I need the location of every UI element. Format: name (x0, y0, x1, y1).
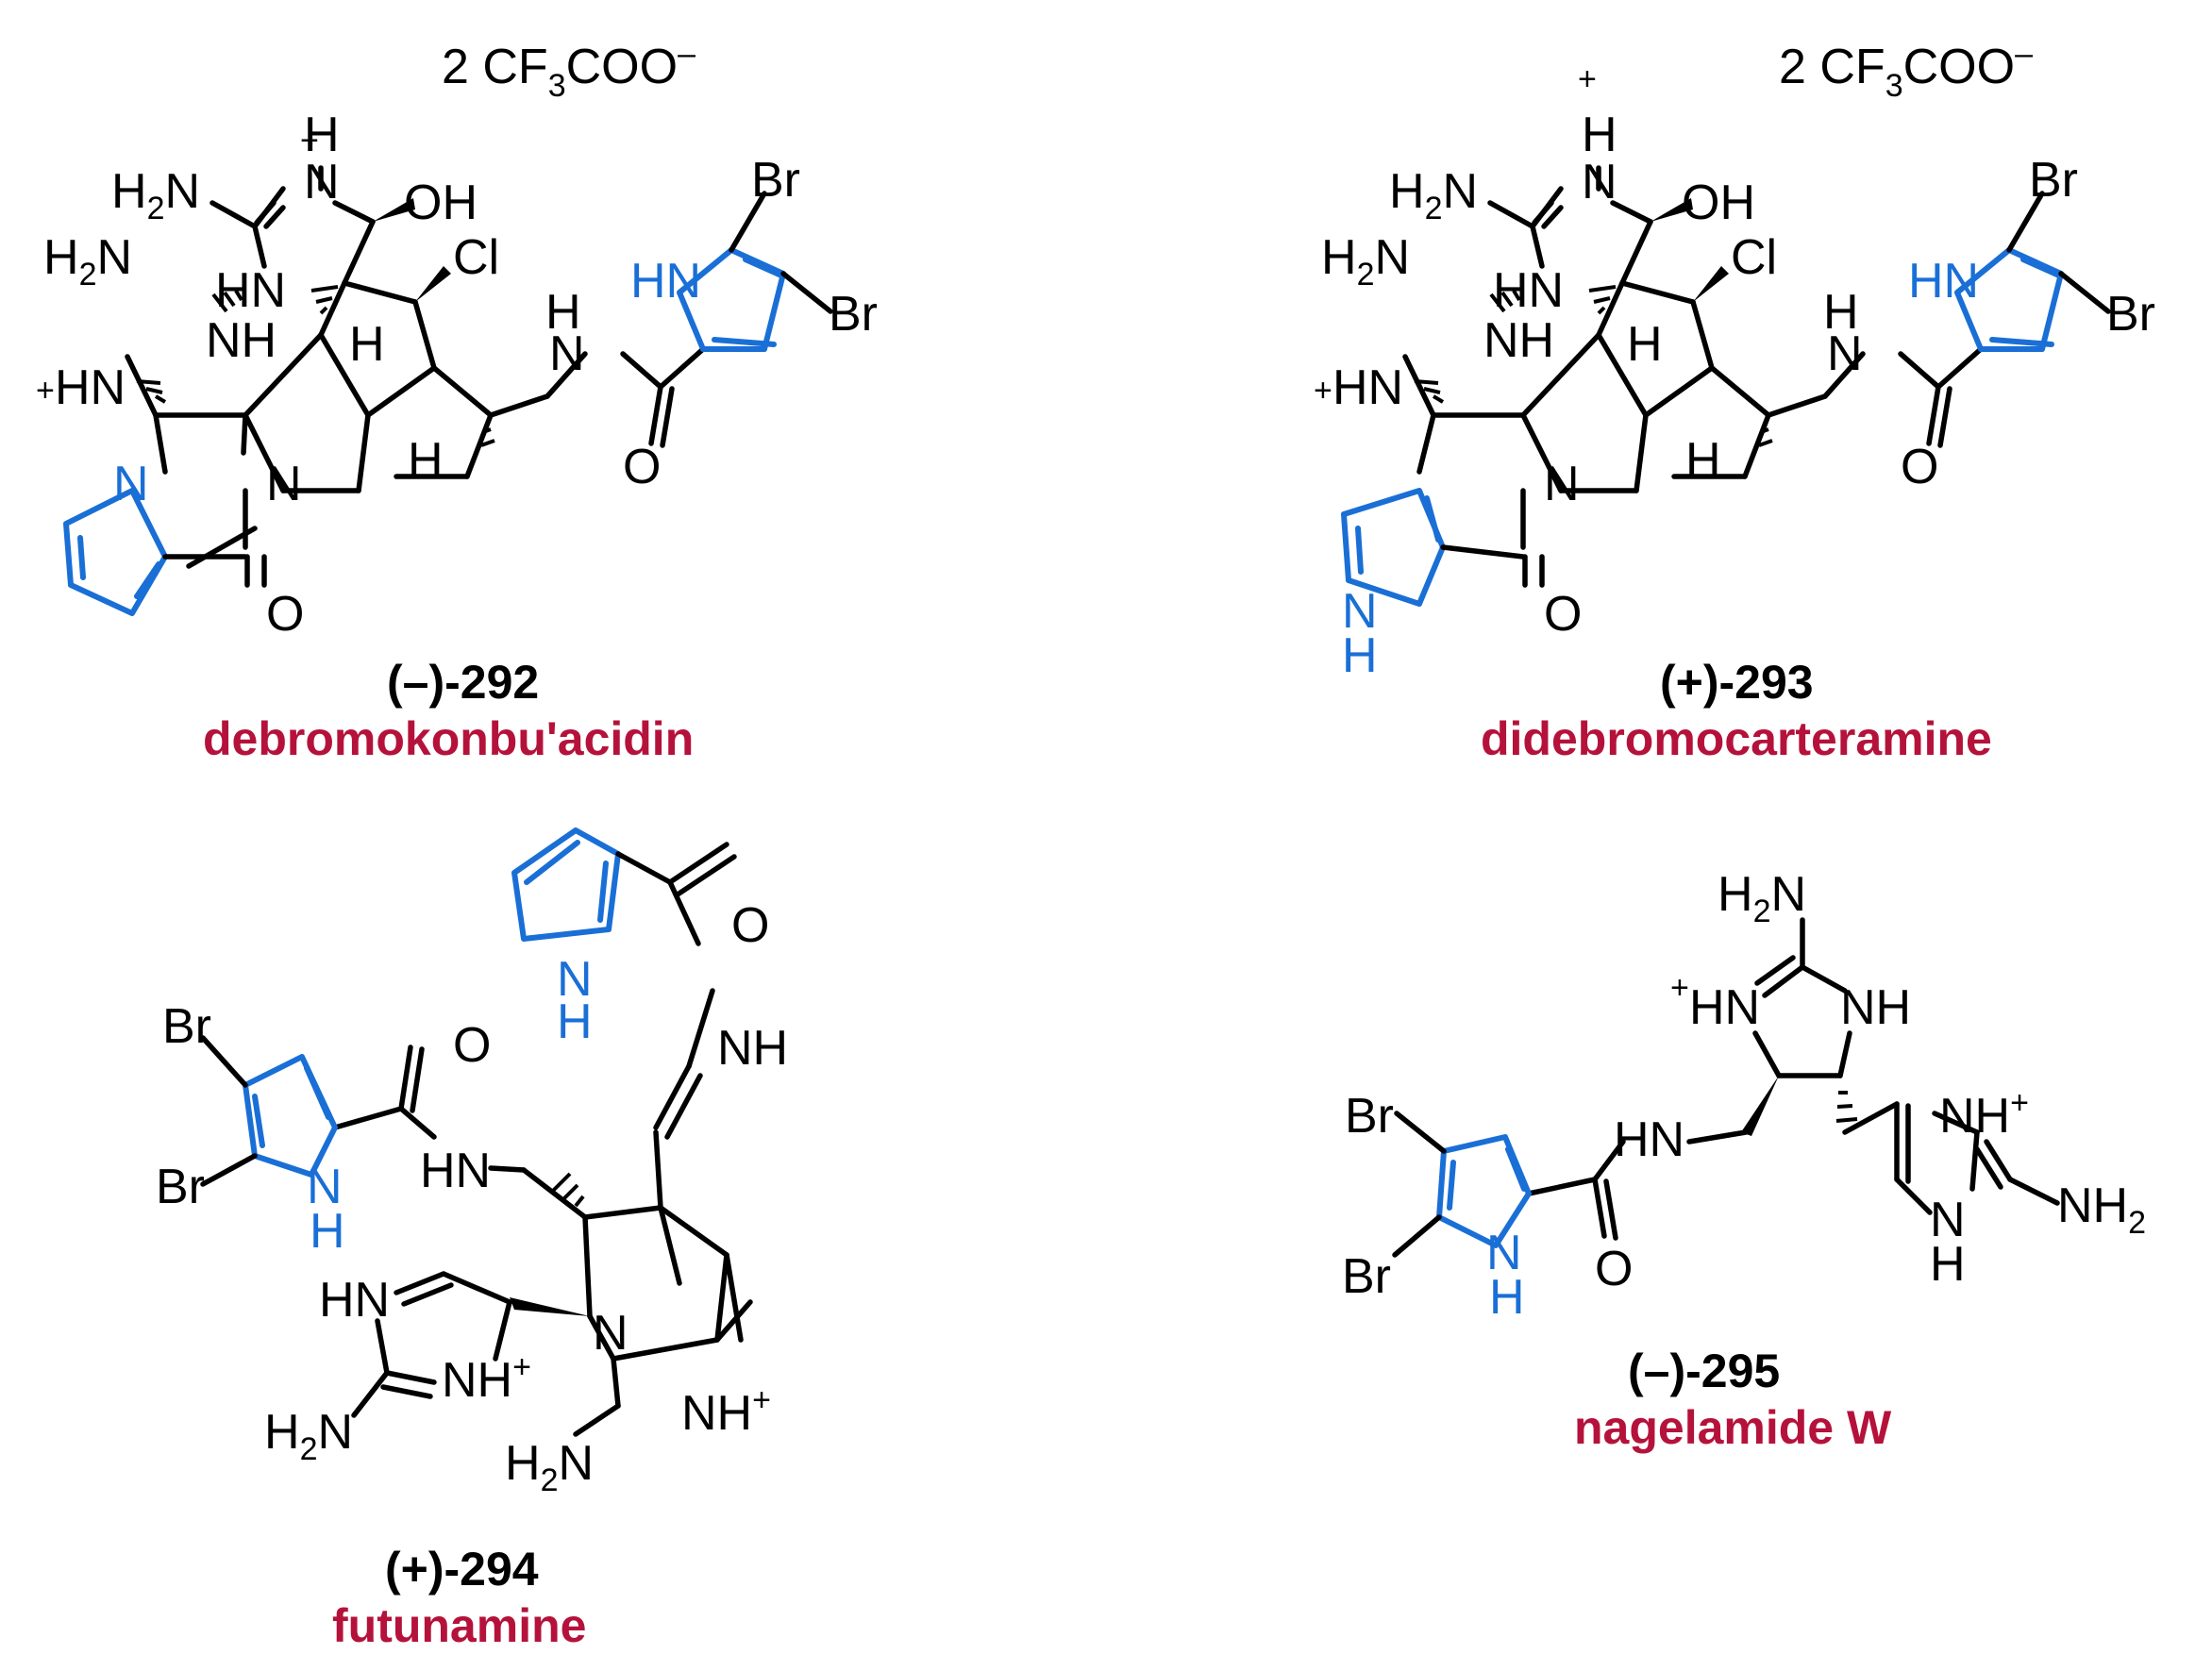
atom-H-293-pyrrole: H (1342, 628, 1378, 683)
plus-293b: + (1314, 373, 1332, 409)
atom-N-295-pyr: N (1486, 1226, 1522, 1280)
atom-N-294-pyr: N (307, 1160, 343, 1214)
structure-292: 2 CF3COO– (36, 36, 878, 765)
atom-N-293-pyrrole: N (1342, 584, 1378, 639)
atom-HN-295: HN (1689, 980, 1760, 1035)
atom-O-292: O (266, 587, 304, 642)
atom-O-294b: O (453, 1018, 491, 1073)
compound-name-295: nagelamide W (1574, 1401, 1892, 1454)
atom-N-293b: N (1544, 457, 1580, 511)
counterion-292: 2 CF3COO– (442, 36, 695, 104)
atom-Br-294b: Br (156, 1160, 205, 1214)
atom-HN-294: HN (420, 1144, 491, 1198)
compound-name-292: debromokonbu'acidin (203, 712, 694, 765)
atom-H2N-294a: H2N (264, 1405, 353, 1467)
atom-H-294-top: H (557, 994, 593, 1049)
compound-name-293: didebromocarteramine (1481, 712, 1992, 765)
atom-NHplus-295: NH+ (1939, 1085, 2029, 1144)
atom-NHplus-294b: NH+ (681, 1382, 771, 1441)
atom-Cl-293: Cl (1731, 230, 1777, 285)
atom-OH-292: OH (404, 175, 478, 230)
atom-H-294-pyr: H (310, 1204, 345, 1259)
atom-H-293b: H (1627, 317, 1663, 372)
atom-HN-292: HN (215, 263, 286, 318)
atom-N-293c: N (1827, 326, 1863, 381)
atom-Cl-292: Cl (453, 230, 499, 285)
atom-HN-293-pyrrole: HN (1908, 254, 1979, 309)
atom-Br-293a: Br (2029, 153, 2078, 208)
atom-N-295b: N (1930, 1193, 1966, 1247)
structure-293: 2 CF3COO– (1314, 36, 2155, 765)
atom-N-293a: N (1582, 155, 1617, 209)
atom-N-292c: N (549, 326, 585, 381)
atom-Br-293b: Br (2106, 287, 2155, 342)
atom-H-293d: H (1823, 285, 1859, 340)
atom-NH2-295: NH2 (2057, 1178, 2146, 1241)
atom-H2N-293b: H2N (1321, 230, 1410, 292)
plus-292b: + (36, 373, 55, 409)
atom-HN-293: HN (1493, 263, 1564, 318)
atom-H-295-pyr: H (1489, 1270, 1525, 1325)
atom-O-295: O (1595, 1242, 1633, 1296)
compound-id-293: (+)-293 (1660, 656, 1814, 709)
atom-OH-293: OH (1682, 175, 1755, 230)
compound-name-294: futunamine (332, 1599, 586, 1652)
compound-id-295: (–)-295 (1628, 1345, 1780, 1397)
atom-N-294c: N (593, 1306, 628, 1361)
atom-NH-295a: NH (1840, 980, 1911, 1035)
atom-H2N-292a: H2N (111, 164, 200, 226)
atom-NH-292: NH (206, 313, 276, 368)
atom-O-293b: O (1901, 440, 1938, 494)
atom-H2N-294b: H2N (505, 1436, 594, 1498)
atom-H-292: H (304, 108, 340, 162)
atom-N-294-top: N (557, 952, 593, 1007)
atom-HN-292-pyrrole: HN (630, 254, 701, 309)
atom-H-292c: H (408, 433, 444, 488)
plus-292a: + (300, 123, 319, 159)
atom-NHplus-294a: NH+ (442, 1349, 531, 1408)
atom-H-295b: H (1930, 1237, 1966, 1292)
atom-Br-295a: Br (1345, 1089, 1394, 1144)
plus-295: + (1670, 970, 1689, 1006)
atom-Br-292b: Br (829, 287, 878, 342)
atom-Br-292a: Br (751, 153, 800, 208)
structure-294: N H O NH Br O HN Br N H HN N NH+ H2N NH+… (156, 827, 788, 1652)
atom-Br-295b: Br (1342, 1249, 1391, 1304)
atom-NH-294: NH (717, 1021, 788, 1076)
atom-HN-292b: HN (55, 360, 126, 415)
atom-O-294a: O (731, 898, 769, 953)
atom-O-293: O (1544, 587, 1582, 642)
atom-Br-294a: Br (162, 999, 211, 1054)
atom-HN-293b: HN (1332, 360, 1403, 415)
atom-N-292a: N (304, 155, 340, 209)
atom-HN-294b: HN (319, 1273, 390, 1328)
compound-id-294: (+)-294 (385, 1543, 539, 1596)
atom-H-293: H (1582, 108, 1617, 162)
atom-H-292d: H (545, 285, 581, 340)
structure-295: H2N + HN NH Br HN NH+ NH2 Br N H O N H (… (1342, 867, 2146, 1454)
counterion-293: 2 CF3COO– (1779, 36, 2033, 104)
atom-N-292b: N (266, 457, 302, 511)
plus-293a: + (1578, 61, 1597, 97)
atom-N-292-pyrrole: N (113, 457, 149, 511)
atom-H-293c: H (1685, 433, 1721, 488)
atom-H2N-292b: H2N (43, 230, 132, 292)
atom-O-292b: O (623, 440, 661, 494)
atom-HN-295b: HN (1614, 1112, 1684, 1167)
atom-H2N-295a: H2N (1718, 867, 1806, 929)
atom-NH-293: NH (1483, 313, 1554, 368)
atom-H2N-293a: H2N (1389, 164, 1478, 226)
compound-id-292: (–)-292 (387, 656, 539, 709)
atom-H-292b: H (349, 317, 385, 372)
